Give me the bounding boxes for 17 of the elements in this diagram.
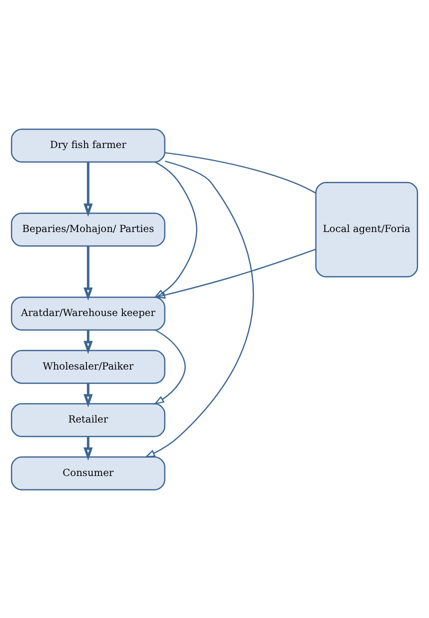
arrow xyxy=(84,330,93,354)
node-box: Dry fish farmer xyxy=(10,128,166,162)
node-box: Local agent/Foria xyxy=(315,181,418,277)
node-box: Consumer xyxy=(10,456,166,490)
arrow xyxy=(84,162,93,216)
node-box: Beparies/Mohajon/ Parties xyxy=(10,212,166,246)
node-box: Retailer xyxy=(10,402,166,437)
connector xyxy=(164,152,316,194)
arrow xyxy=(154,328,186,404)
arrow xyxy=(84,436,93,460)
arrow xyxy=(144,160,254,458)
node-box: Wholesaler/Paiker xyxy=(10,349,166,384)
arrow xyxy=(84,246,93,300)
arrow xyxy=(84,382,93,407)
node-box: Aratdar/Warehouse keeper xyxy=(10,296,166,330)
arrow xyxy=(154,248,316,298)
arrow xyxy=(154,161,198,298)
